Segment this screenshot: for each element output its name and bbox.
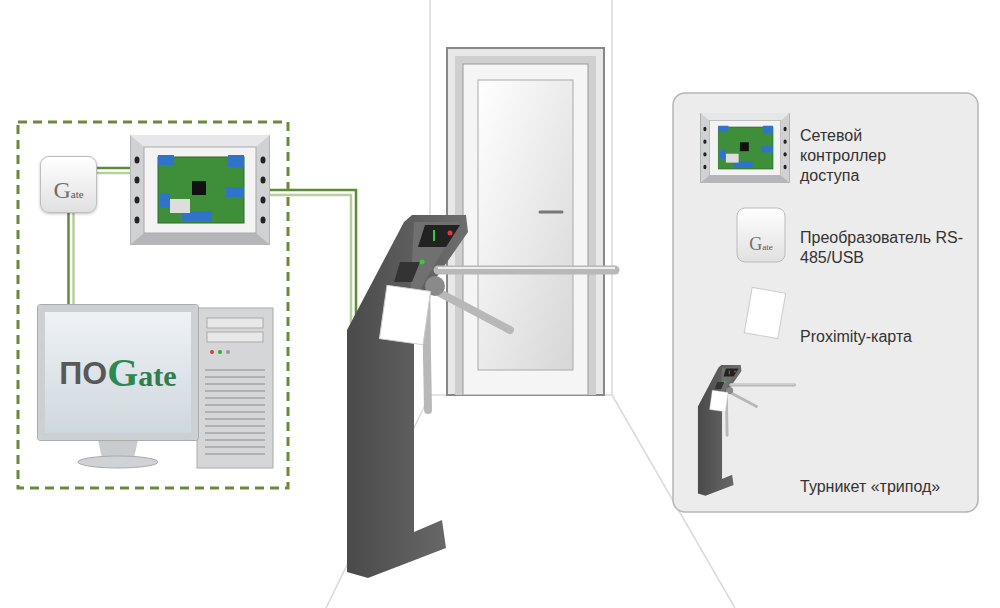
wire-connector xyxy=(69,213,74,305)
legend-text: Преобразователь RS-485/USB xyxy=(800,228,970,268)
door xyxy=(447,48,604,395)
legend-text: Турникет «трипод» xyxy=(800,477,975,497)
monitor-screen: ПОGate xyxy=(38,305,198,440)
node-text: ПО xyxy=(59,357,107,389)
wire-line xyxy=(67,213,70,305)
legend-panel xyxy=(673,93,978,512)
wire-line-light xyxy=(72,213,75,305)
logo-label: Gate xyxy=(749,235,773,253)
dashed-boundary xyxy=(18,122,288,488)
legend-text: Сетевой контроллер доступа xyxy=(800,126,925,186)
logo-holder: Gate xyxy=(737,208,785,262)
legend-text: Proximity-карта xyxy=(800,327,970,347)
node-text: Gate xyxy=(107,353,176,393)
turnstile xyxy=(347,215,615,578)
converter-box: Gate xyxy=(40,156,97,213)
controller-icon xyxy=(130,135,270,245)
node-text: Gate xyxy=(53,178,83,202)
